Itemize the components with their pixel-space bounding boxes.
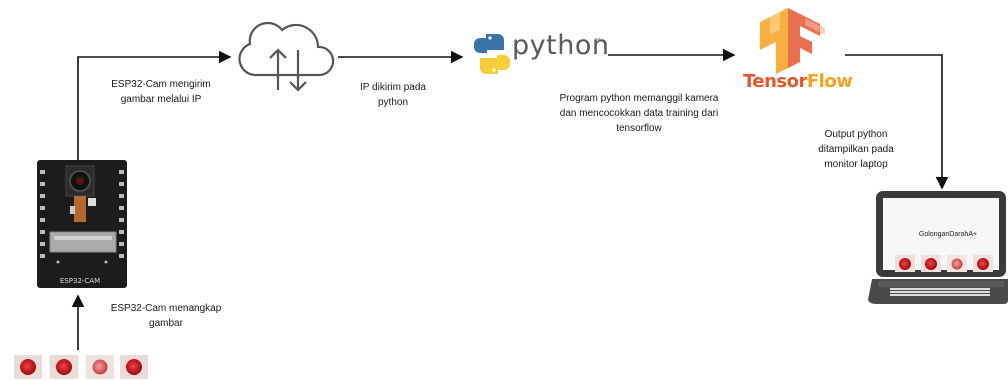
tensorflow-logo-icon — [760, 8, 825, 74]
label-python-to-tf: Program python memanggil kamera dan menc… — [559, 93, 719, 134]
tensorflow-logo-text: TensorFlow — [743, 71, 853, 92]
laptop-icon — [868, 191, 1008, 304]
label-capture: ESP32-Cam menangkap gambar — [110, 303, 222, 329]
python-trademark: ™ — [594, 38, 600, 44]
python-logo-text: python — [512, 30, 610, 61]
blood-sample-icon — [120, 355, 148, 379]
cloud-upload-download-icon — [238, 21, 335, 92]
python-logo-icon — [474, 34, 510, 74]
label-esp-to-cloud: ESP32-Cam mengirim gambar melalui IP — [111, 79, 211, 105]
label-cloud-to-python: IP dikirim pada python — [360, 82, 426, 108]
blood-sample-icon — [947, 255, 967, 272]
laptop-blood-samples — [895, 255, 993, 272]
arrow-esp-to-cloud — [77, 50, 232, 160]
esp32-cam-board-icon — [37, 160, 127, 288]
blood-sample-icon — [973, 255, 993, 272]
label-tf-to-laptop: Output python ditampilkan pada monitor l… — [818, 129, 894, 170]
blood-sample-icon — [50, 355, 78, 379]
blood-sample-icon — [14, 355, 42, 379]
tensorflow-text-part2: Flow — [806, 71, 853, 92]
blood-sample-icon — [895, 255, 915, 272]
arrow-tf-to-laptop — [845, 54, 949, 190]
tensorflow-text-part1: Tensor — [743, 71, 807, 92]
esp32-board-label: ESP32-CAM — [59, 277, 101, 285]
input-blood-samples — [14, 355, 148, 379]
blood-sample-icon — [86, 355, 114, 379]
blood-sample-icon — [921, 255, 941, 272]
laptop-screen-title: GolonganDarahA+ — [918, 231, 978, 238]
